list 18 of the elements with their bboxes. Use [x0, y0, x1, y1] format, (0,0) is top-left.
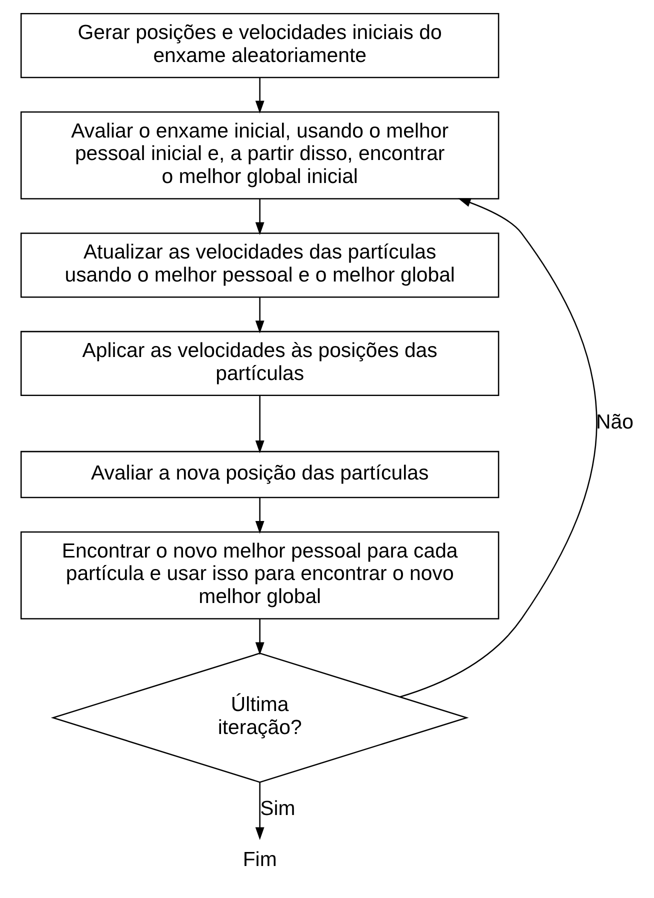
arrow [254, 396, 264, 454]
arrow [254, 78, 264, 114]
node-diamond: Última iteração? [50, 652, 468, 783]
arrow [254, 199, 264, 235]
arrow [254, 782, 264, 840]
arrow [254, 498, 264, 534]
arrow [254, 297, 264, 334]
node-box: Avaliar o enxame inicial, usando o melhor pessoal inicial e, a partir disso, encontrar o melhor global inicial [20, 111, 499, 200]
arrow [254, 618, 264, 656]
node-box: Gerar posições e velocidades iniciais do enxame aleatoriamente [20, 13, 499, 78]
arrow [399, 198, 597, 698]
node-text: Fim [242, 849, 276, 872]
edge-label: Não [596, 411, 633, 434]
node-box: Encontrar o novo melhor pessoal para cada partícula e usar isso para encontrar o novo melhor global [20, 531, 499, 620]
edge-label: Sim [260, 798, 295, 820]
node-box: Aplicar as velocidades às posições das partículas [20, 330, 499, 396]
node-box: Atualizar as velocidades das partículas usando o melhor pessoal e o melhor global [20, 232, 499, 298]
node-box: Avaliar a nova posição das partículas [20, 450, 499, 498]
